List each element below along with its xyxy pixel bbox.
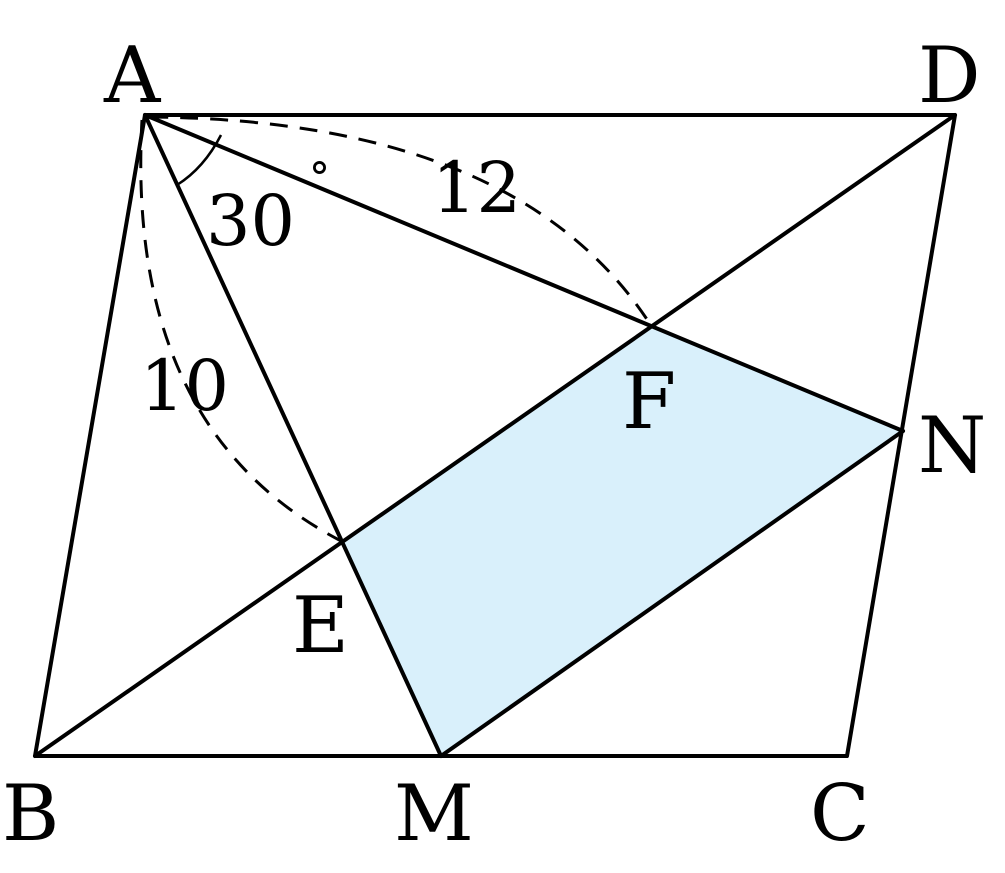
point-label-a: A: [103, 31, 162, 121]
parallelogram-abcd: [33, 113, 957, 758]
segment-am: [143, 113, 443, 758]
point-label-m: M: [394, 769, 474, 859]
length-label-ae: 10: [140, 345, 229, 427]
point-label-c: C: [810, 769, 870, 859]
point-label-n: N: [918, 401, 986, 491]
point-label-d: D: [918, 31, 981, 121]
dashed-arc-af: [149, 115, 654, 328]
angle-value-label: 30: [206, 180, 295, 262]
shaded-quadrilateral-efnm: [343, 327, 903, 756]
point-label-e: E: [292, 581, 349, 671]
angle-arc-a: [176, 134, 223, 187]
degree-symbol: °: [309, 153, 330, 202]
segment-an: [143, 113, 905, 433]
diagonal-bd: [33, 113, 957, 758]
point-label-f: F: [622, 357, 676, 447]
segment-mn: [439, 429, 905, 758]
point-label-b: B: [2, 769, 59, 859]
dashed-arc-ae: [139, 119, 344, 544]
length-label-af: 12: [432, 147, 521, 229]
